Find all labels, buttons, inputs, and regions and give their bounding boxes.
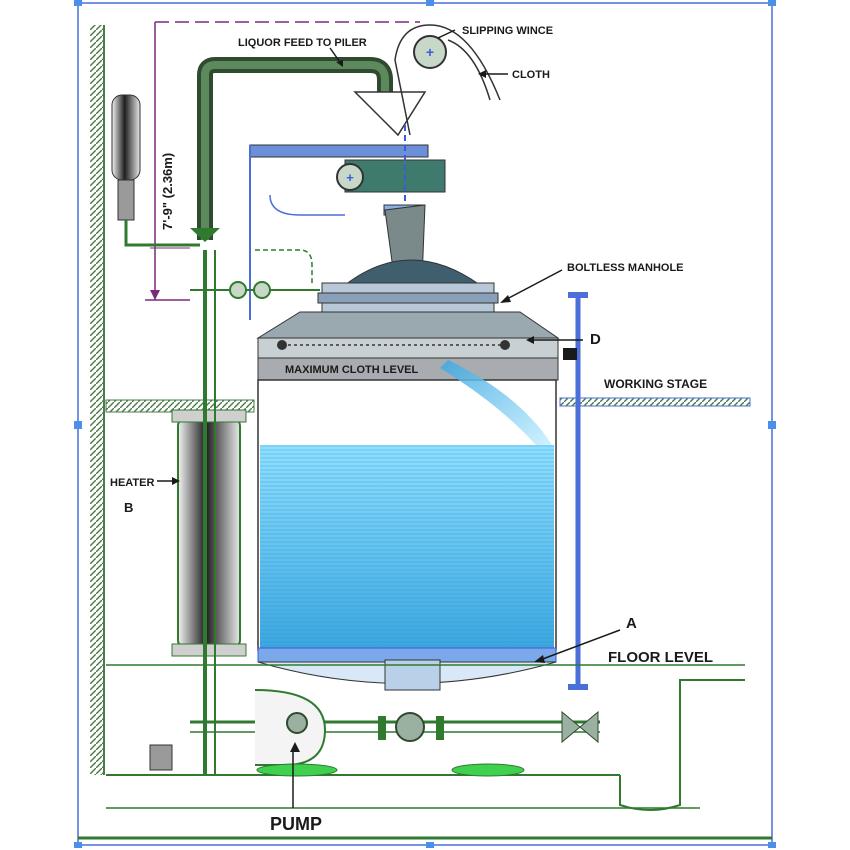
label-slipping-wince: SLIPPING WINCE	[462, 25, 553, 37]
svg-text:+: +	[346, 170, 354, 185]
gauge-column	[563, 292, 588, 690]
slipping-wince: +	[353, 24, 501, 137]
label-a: A	[626, 615, 637, 632]
label-liquor-feed: LIQUOR FEED TO PILER	[238, 37, 367, 49]
label-cloth: CLOTH	[512, 69, 550, 81]
working-stage-platform	[559, 397, 751, 407]
dimension-marker	[145, 21, 420, 301]
wall-hatching	[90, 25, 104, 775]
vessel-top	[256, 259, 560, 381]
liquor-feed-pipe	[190, 57, 393, 242]
label-maximum-cloth-level: MAXIMUM CLOTH LEVEL	[285, 364, 418, 376]
label-d: D	[590, 331, 601, 348]
label-floor-level: FLOOR LEVEL	[608, 649, 713, 666]
label-b: B	[124, 500, 133, 515]
heater-unit	[171, 249, 320, 775]
label-heater: HEATER	[110, 477, 154, 489]
label-pump: PUMP	[270, 814, 322, 834]
label-boltless-manhole: BOLTLESS MANHOLE	[567, 262, 684, 274]
label-working-stage: WORKING STAGE	[604, 377, 707, 391]
svg-text:+: +	[426, 44, 434, 60]
base-piping	[106, 664, 745, 811]
label-dimension: 7'-9" (2.36m)	[160, 153, 175, 230]
leader-lines	[157, 29, 621, 808]
sight-glass	[111, 94, 200, 247]
selection-handles	[74, 0, 776, 848]
kier-vessel	[257, 360, 557, 691]
